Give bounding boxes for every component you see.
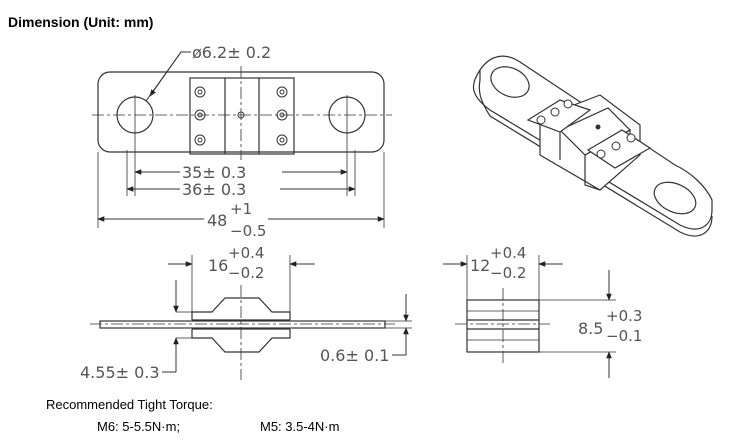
dim-8.5-tol-down: −0.1	[606, 327, 642, 345]
front-view	[90, 255, 412, 380]
dim-16-tol-down: −0.2	[228, 264, 264, 282]
dim-8.5-tol-up: +0.3	[606, 307, 642, 325]
dim-4.55-label: 4.55± 0.3	[80, 363, 160, 382]
dim-12-label: 12	[470, 256, 490, 275]
dim-12-tol-down: −0.2	[490, 264, 526, 282]
torque-m5-value: M5: 3.5-4N·m	[260, 419, 340, 434]
end-view	[443, 255, 616, 378]
front-plate	[99, 320, 386, 329]
dim-16-tol-up: +0.4	[228, 244, 264, 262]
dim-16-label: 16	[208, 256, 228, 275]
page-title: Dimension (Unit: mm)	[8, 14, 154, 30]
dim-8.5-label: 8.5	[578, 319, 603, 338]
torque-title: Recommended Tight Torque:	[46, 397, 213, 412]
hole-diameter-label: ø6.2± 0.2	[192, 43, 271, 62]
top-view	[92, 51, 392, 228]
dim-48-tol-up: +1	[230, 200, 252, 218]
housing-outline	[189, 77, 295, 155]
dim-36-label: 36± 0.3	[182, 180, 246, 199]
dim-35-label: 35± 0.3	[182, 163, 246, 182]
dim-48-label: 48	[207, 211, 227, 230]
torque-m6-value: M6: 5-5.5N·m;	[97, 419, 181, 434]
dim-48-tol-down: −0.5	[230, 222, 266, 240]
isometric-view	[472, 55, 713, 237]
dim-12-tol-up: +0.4	[490, 244, 526, 262]
dim-0.6-label: 0.6± 0.1	[320, 346, 389, 365]
